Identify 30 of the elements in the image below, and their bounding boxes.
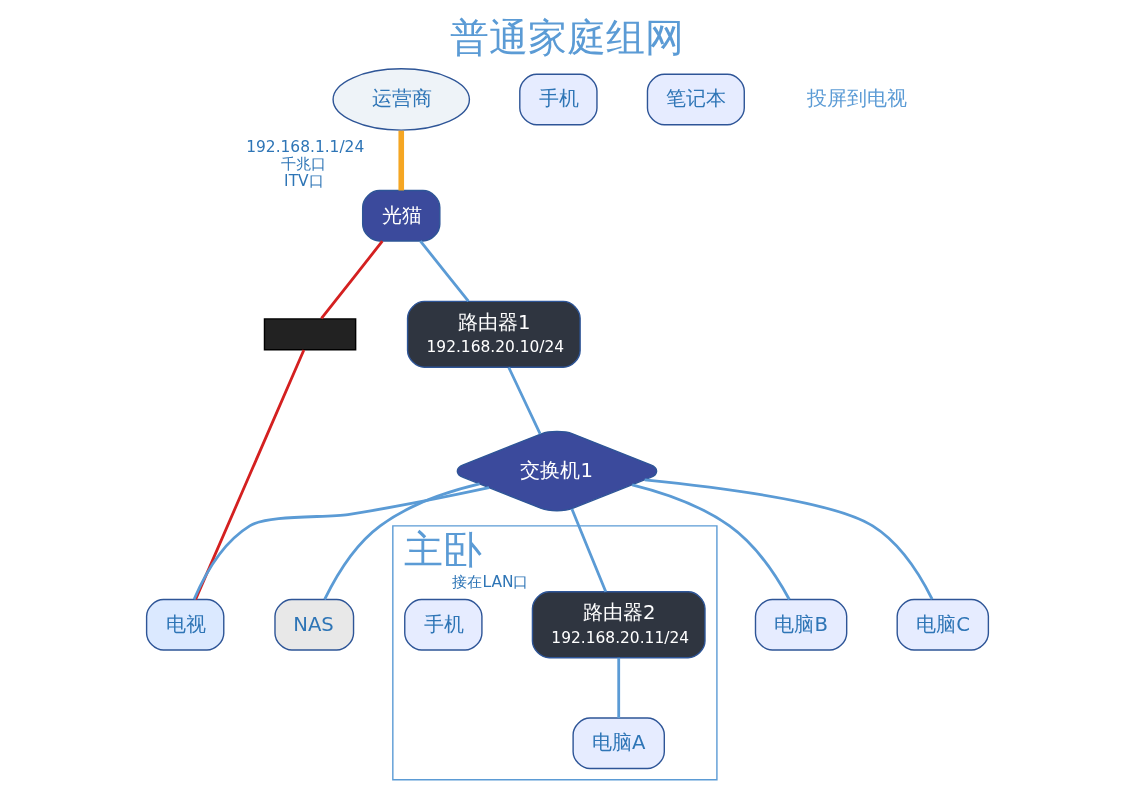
node-label: 192.168.1.1/24	[245, 138, 364, 157]
node-box: 路由器1 192.168.20.10/24	[406, 300, 581, 368]
connector	[322, 482, 480, 601]
node-box: 笔记本	[646, 73, 745, 126]
connector	[397, 130, 404, 191]
node-box	[263, 318, 356, 351]
node-box: 路由器2 192.168.20.11/24	[531, 591, 706, 659]
connector	[616, 657, 620, 719]
node-box: 电脑C	[896, 598, 989, 651]
connector	[570, 508, 607, 593]
node-label: 接在LAN口	[451, 573, 528, 592]
connector	[507, 366, 541, 435]
connector	[418, 240, 469, 302]
node-box: 电脑A	[571, 717, 665, 770]
node-ellipse: 运营商	[331, 68, 470, 131]
connector	[192, 486, 489, 600]
connector	[319, 240, 383, 320]
connector	[631, 483, 791, 601]
node-box: 电脑B	[754, 598, 847, 651]
connector	[193, 349, 305, 600]
diagram-title: 普通家庭组网	[450, 15, 684, 61]
node-box: 电视	[145, 598, 224, 651]
node-box: 手机	[518, 73, 598, 126]
node-box: 手机	[403, 598, 483, 651]
node-box: NAS	[273, 598, 354, 651]
node-label: 千兆口	[280, 155, 326, 174]
label: 投屏到电视	[806, 86, 907, 110]
connector	[644, 478, 933, 600]
node-label: ITV口	[283, 172, 324, 191]
node-box: 光猫	[361, 189, 441, 242]
